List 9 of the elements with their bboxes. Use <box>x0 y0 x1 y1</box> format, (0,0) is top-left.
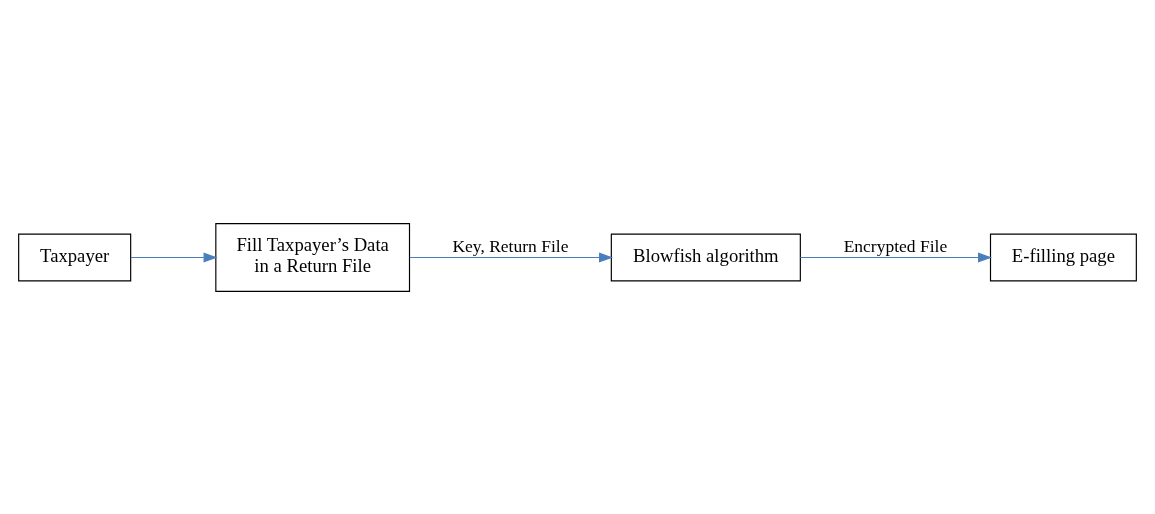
arrow <box>130 252 218 262</box>
node-box: E-filling page <box>989 233 1137 281</box>
node-box: Fill Taxpayer’s Data in a Return File <box>215 222 411 292</box>
arrow <box>799 252 993 262</box>
edge-label: Key, Return File <box>452 235 569 256</box>
node-box: Blowfish algorithm <box>610 233 801 281</box>
arrow <box>409 252 614 262</box>
node-box: Taxpayer <box>18 233 132 281</box>
edge-label: Encrypted File <box>843 235 948 256</box>
